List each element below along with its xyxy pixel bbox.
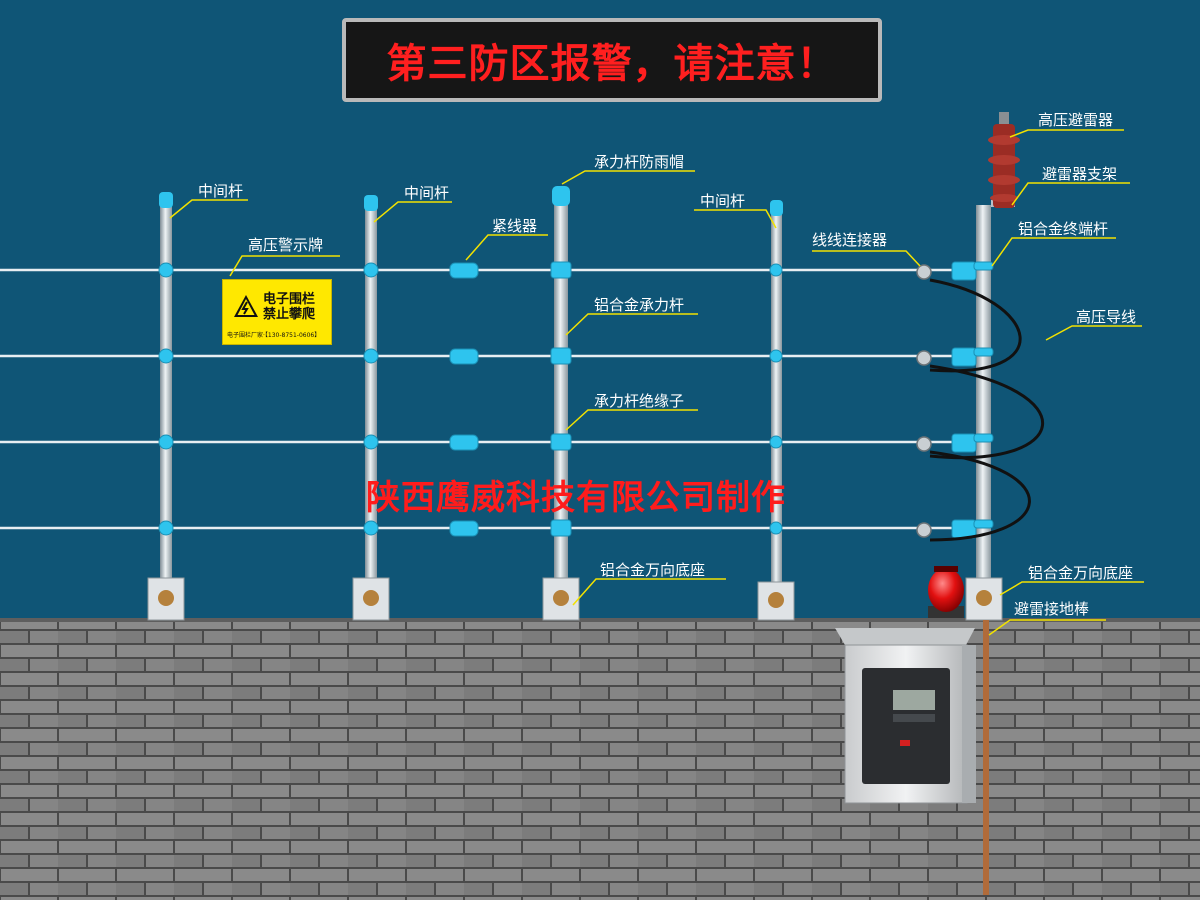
label-arrester-bracket: 避雷器支架 (1042, 165, 1118, 183)
hv-warning-sign: 电子围栏 禁止攀爬 电子围栏厂家·【130-8751-0606】 (222, 279, 332, 345)
controller-box (835, 628, 976, 804)
pole-caps (159, 186, 783, 216)
tensioners (449, 262, 479, 537)
label-tensioner: 紧线器 (492, 217, 538, 235)
ground-rod (983, 620, 989, 895)
hv-wires (929, 278, 1044, 542)
label-rain-cap: 承力杆防雨帽 (594, 153, 685, 171)
label-load-insulator: 承力杆绝缘子 (594, 392, 685, 410)
label-arrester: 高压避雷器 (1038, 111, 1114, 129)
sign-line-2: 禁止攀爬 (263, 307, 316, 322)
hazard-triangle-icon (234, 295, 258, 317)
label-wire-connector: 线线连接器 (812, 231, 888, 249)
sign-footer: 电子围栏厂家·【130-8751-0606】 (227, 332, 321, 339)
label-ground-rod: 避雷接地棒 (1014, 600, 1090, 618)
terminal-insulators (951, 261, 994, 539)
label-warning-sign: 高压警示牌 (248, 236, 324, 254)
label-mid-pole-1: 中间杆 (198, 182, 244, 200)
insulators (158, 261, 783, 537)
company-watermark: 陕西鹰威科技有限公司制作 (366, 478, 786, 518)
label-hv-wire: 高压导线 (1076, 308, 1137, 326)
wire-connectors (916, 264, 932, 538)
sign-line-1: 电子围栏 (263, 292, 316, 307)
lightning-arrester (988, 112, 1020, 208)
pole-bases (147, 577, 1003, 621)
alarm-lamp (928, 566, 964, 618)
alarm-banner: 第三防区报警，请注意！ (342, 18, 882, 102)
brick-wall (0, 620, 1200, 900)
label-load-pole: 铝合金承力杆 (594, 296, 685, 314)
label-base-2: 铝合金万向底座 (1028, 564, 1134, 582)
label-terminal-pole: 铝合金终端杆 (1018, 220, 1109, 238)
label-mid-pole-3: 中间杆 (700, 192, 746, 210)
leader-lines (169, 129, 1144, 636)
label-mid-pole-2: 中间杆 (404, 184, 450, 202)
fence-poles (160, 198, 991, 600)
label-base-1: 铝合金万向底座 (600, 561, 706, 579)
alarm-banner-text: 第三防区报警，请注意！ (386, 41, 838, 87)
